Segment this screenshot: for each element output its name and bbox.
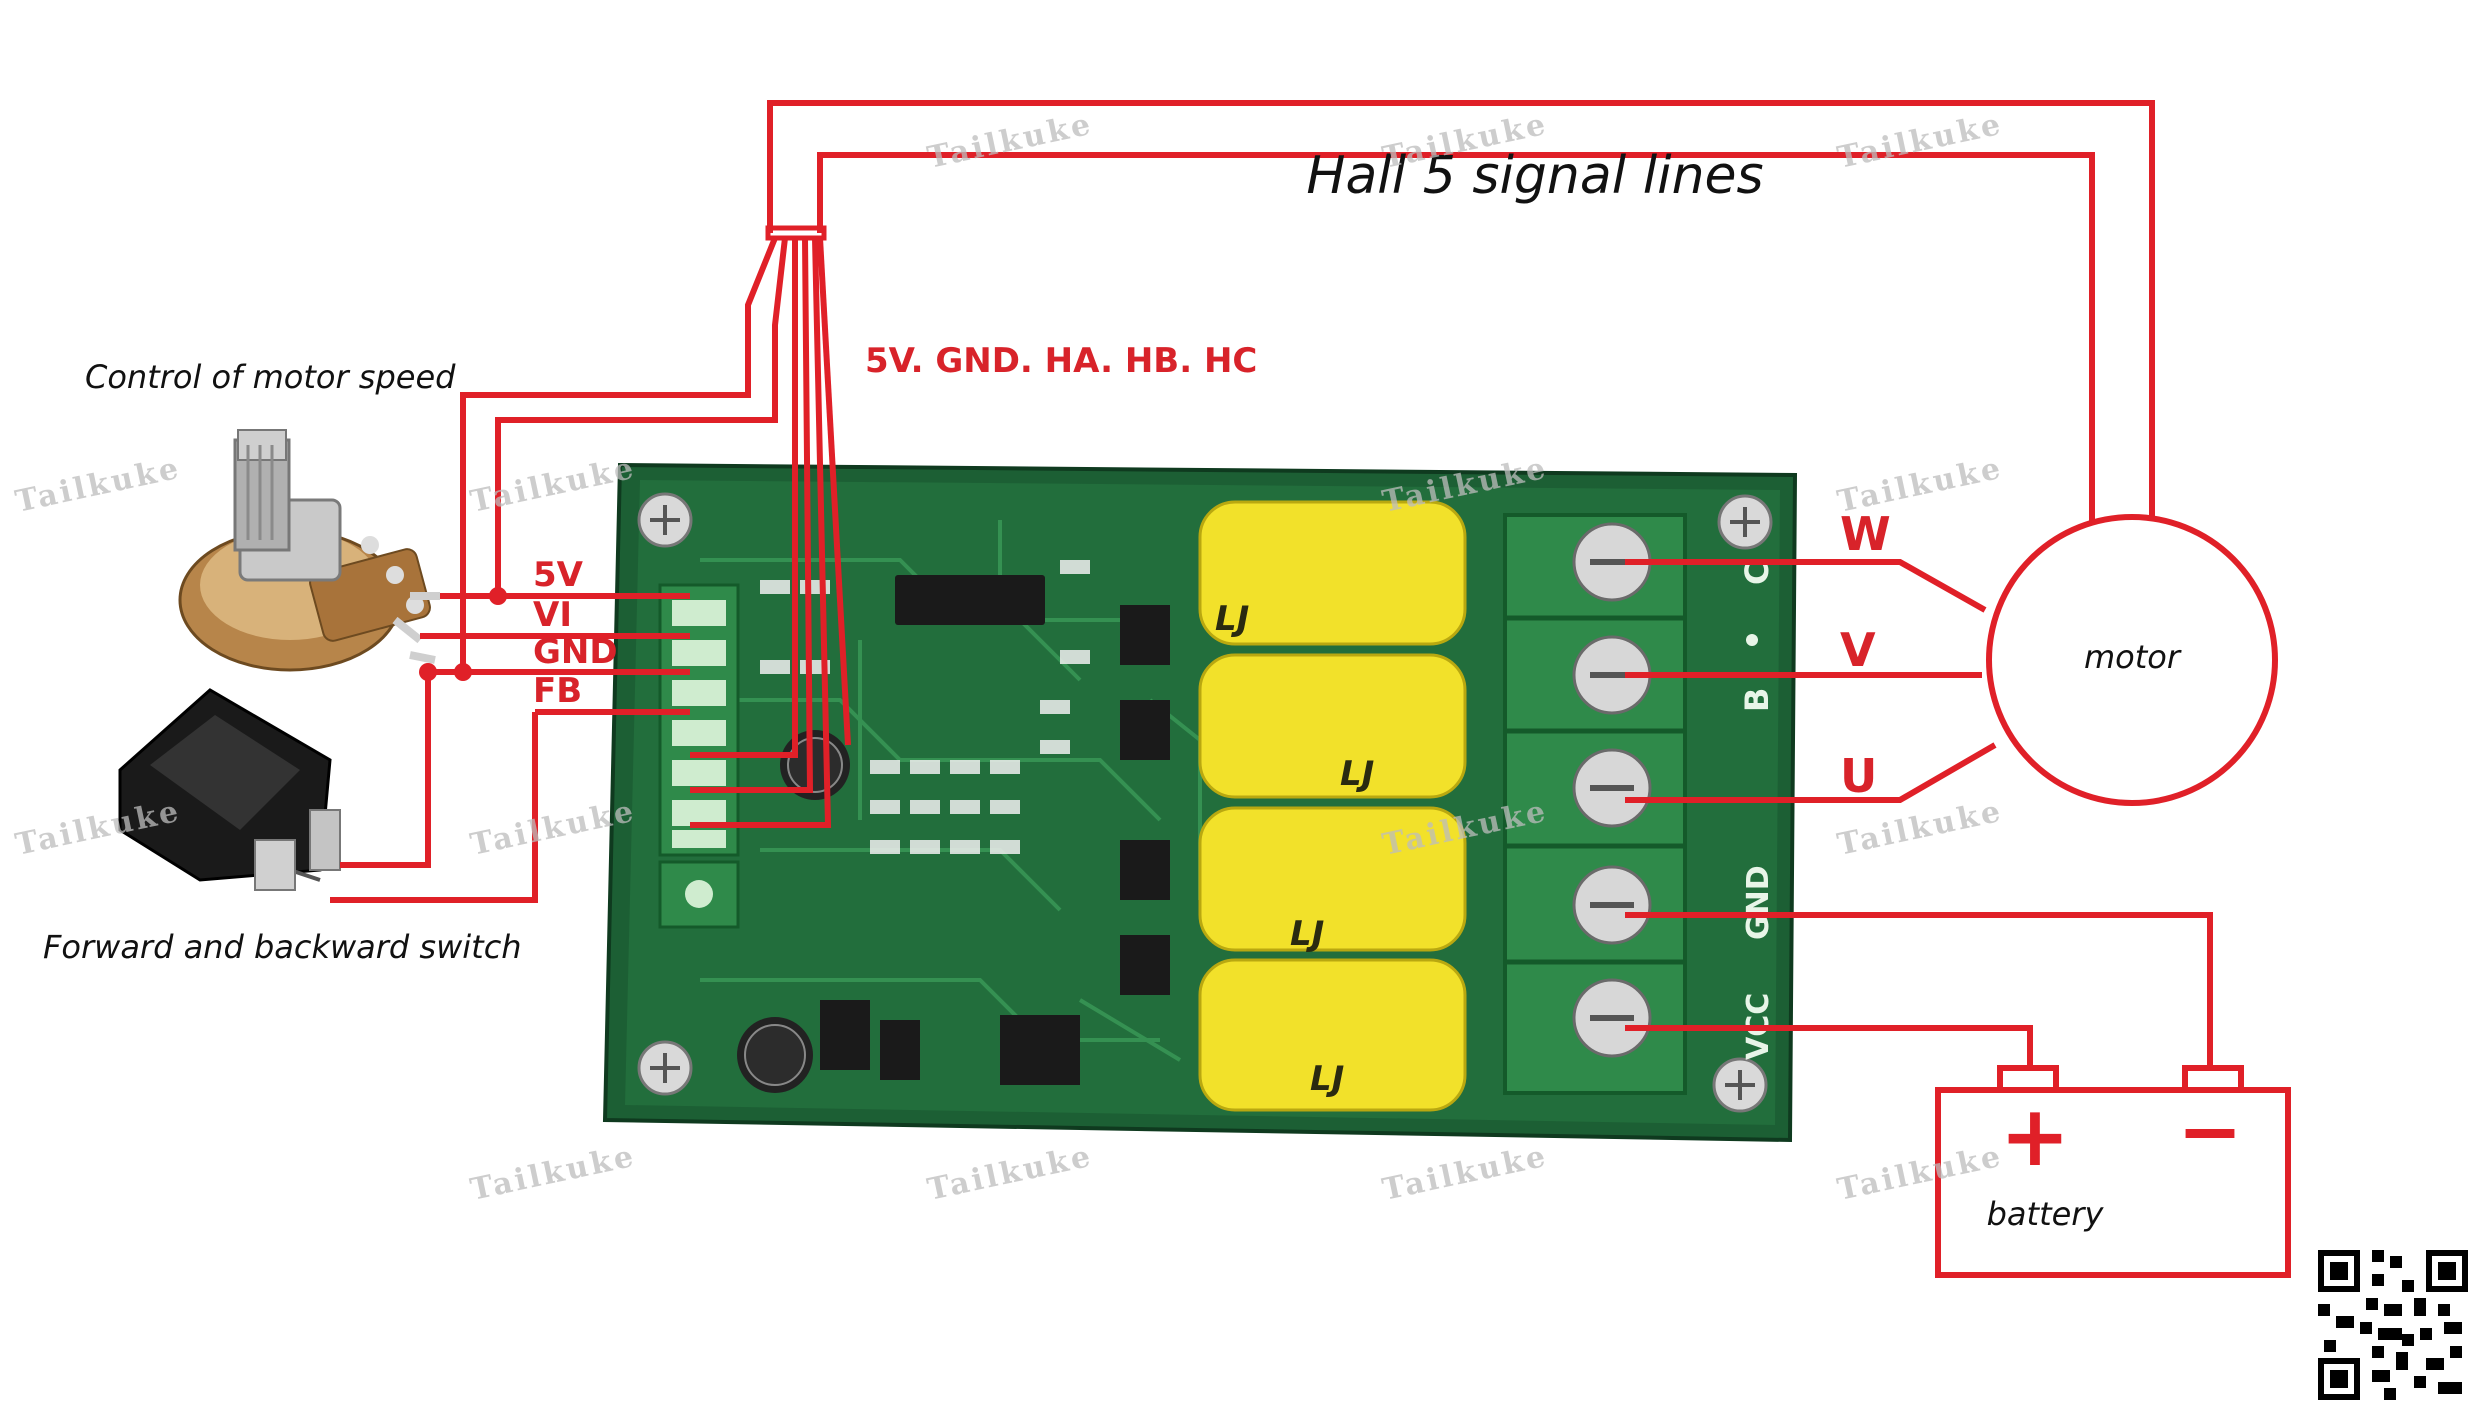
phase-w-label: W	[1840, 507, 1891, 561]
signal-terminal	[658, 583, 740, 929]
wire-phase-w	[1625, 559, 1987, 613]
rocker-switch	[118, 688, 341, 891]
phase-u-label: U	[1840, 749, 1877, 803]
wire-fan-2	[495, 237, 788, 595]
wire-fb	[330, 709, 690, 903]
terminal-label-c: C	[1738, 562, 1776, 585]
cap-mark-3: LJ	[1290, 914, 1324, 954]
bulk-capacitors: LJ LJ LJ LJ	[1198, 500, 1467, 1112]
wire-battery-neg	[1625, 912, 2213, 1068]
pin-gnd: GND	[533, 632, 618, 672]
terminal-label-gnd: GND	[1741, 865, 1776, 940]
watermark-4: Tailkuke	[12, 451, 184, 520]
wire-fan-4	[690, 237, 814, 793]
pin-fb: FB	[533, 671, 582, 711]
terminal-label-b: B	[1738, 688, 1776, 712]
cap-mark-1: LJ	[1215, 599, 1249, 639]
wire-battery-pos	[1625, 1025, 2033, 1068]
hall-pins-label: 5V. GND. HA. HB. HC	[865, 341, 1257, 381]
speed-control-label: Control of motor speed	[85, 358, 456, 396]
hall-wire-outer	[767, 100, 2155, 526]
controller-board: LJ LJ LJ LJ C B GND VCC	[602, 462, 1798, 1143]
battery-plus: +	[2000, 1087, 2070, 1185]
motor-label: motor	[2084, 638, 2182, 676]
watermark-13: Tailkuke	[924, 1139, 1096, 1208]
qr-code	[2318, 1250, 2468, 1400]
battery: + − battery	[1935, 1065, 2291, 1278]
potentiometer	[178, 429, 440, 672]
screw-holes	[637, 492, 1773, 1113]
wire-fan-1	[460, 236, 778, 675]
hall-title: Hall 5 signal lines	[1306, 146, 1763, 206]
battery-label: battery	[1987, 1195, 2105, 1233]
cap-mark-2: LJ	[1340, 754, 1374, 794]
hall-wire-inner	[817, 152, 2095, 526]
watermark-3: Tailkuke	[1834, 107, 2006, 176]
phase-v-label: V	[1840, 623, 1876, 677]
watermark-12: Tailkuke	[467, 1139, 639, 1208]
watermark-7: Tailkuke	[1834, 451, 2006, 520]
power-terminal-block: C B GND VCC	[1503, 513, 1776, 1095]
wire-fan-5	[690, 237, 832, 828]
wire-switch-a	[340, 672, 431, 868]
watermark-15: Tailkuke	[1834, 1139, 2006, 1208]
watermark-5: Tailkuke	[467, 451, 639, 520]
cap-mark-4: LJ	[1310, 1059, 1344, 1099]
wire-fan-3	[690, 238, 798, 758]
watermark-14: Tailkuke	[1379, 1139, 1551, 1208]
wires	[330, 100, 2213, 1068]
ic-chips	[820, 575, 1170, 1085]
wire-fan-6	[817, 237, 851, 746]
terminal-dot	[1746, 634, 1758, 646]
switch-label: Forward and backward switch	[43, 928, 522, 966]
watermark-11: Tailkuke	[1834, 794, 2006, 863]
battery-minus: −	[2177, 1087, 2242, 1177]
pcb-traces	[700, 520, 1202, 1062]
pin-5v: 5V	[533, 555, 584, 595]
wire-phase-u	[1625, 742, 1997, 803]
watermark-1: Tailkuke	[924, 107, 1096, 176]
motor: motor	[1986, 514, 2278, 806]
pin-vi: VI	[533, 595, 572, 635]
